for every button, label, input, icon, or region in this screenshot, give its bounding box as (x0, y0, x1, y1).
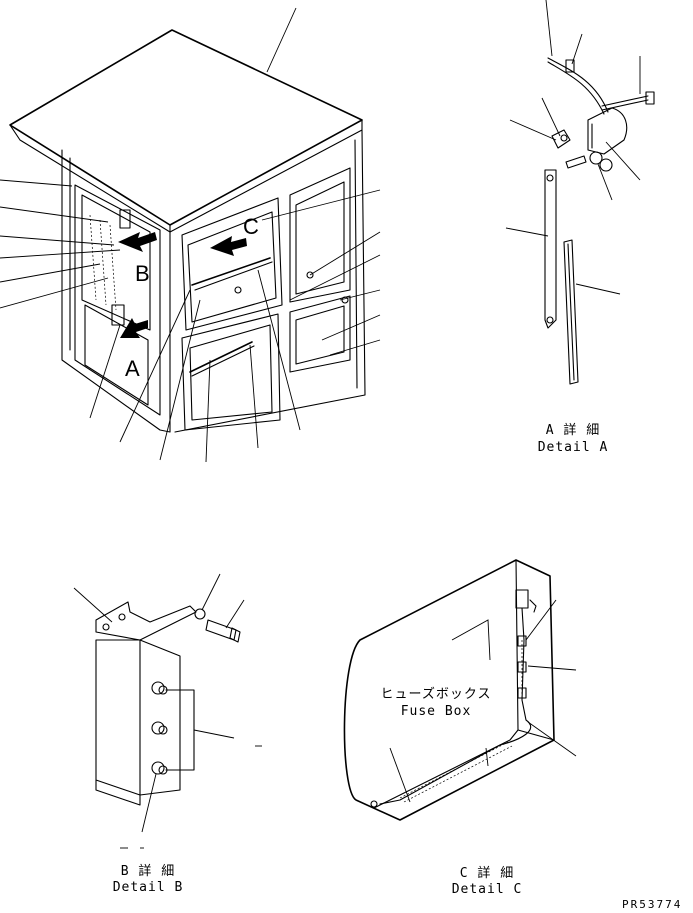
detail-c-caption-en: Detail C (451, 882, 523, 897)
bold-arrow-icon (118, 232, 157, 252)
cab-assembly (9, 29, 366, 433)
detail-b-leader-lines (73, 573, 262, 849)
detail-c-leader-lines (389, 599, 577, 803)
detail-a-drawing (544, 57, 655, 385)
detail-c-caption-jp: C 詳 細 (459, 866, 515, 881)
detail-b-drawing (95, 601, 241, 806)
fuse-box-label-en: Fuse Box (400, 704, 472, 719)
cab-leader-lines (0, 7, 381, 463)
detail-a-caption-jp: A 詳 細 (545, 423, 601, 438)
bold-arrow-icon (120, 318, 148, 338)
detail-b-caption-jp: B 詳 細 (120, 864, 176, 879)
callout-a: A (125, 356, 140, 381)
detail-a-caption-en: Detail A (537, 440, 609, 455)
detail-a-leader-lines (505, 0, 641, 295)
bold-arrow-icon (210, 236, 247, 256)
fuse-box-label-jp: ヒューズボックス (380, 687, 492, 702)
callout-b: B (135, 261, 150, 286)
detail-c-drawing (343, 559, 555, 821)
drawing-number: PR53774 (622, 898, 683, 911)
detail-b-caption-en: Detail B (112, 880, 184, 895)
callout-c: C (243, 214, 259, 239)
